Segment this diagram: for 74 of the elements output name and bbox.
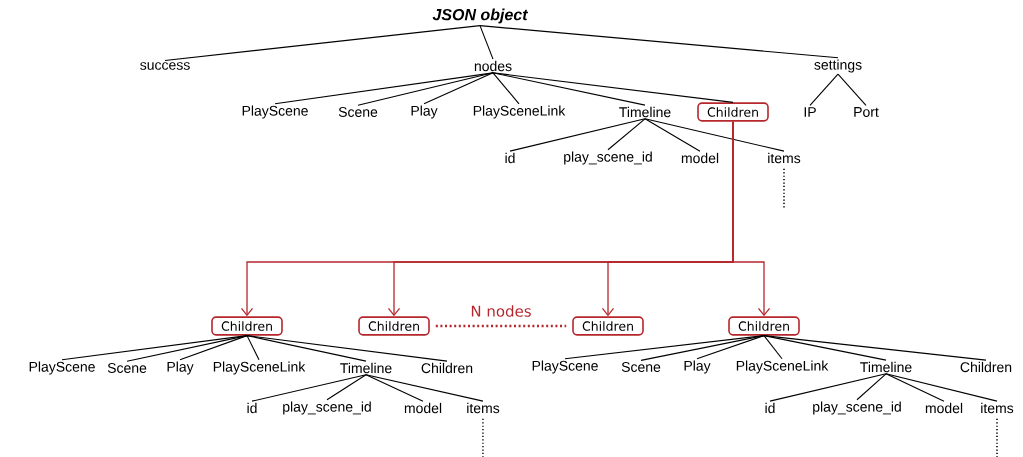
tree-line xyxy=(246,335,260,361)
tree-key-label: id xyxy=(247,402,257,414)
tree-key-label: PlaySceneLink xyxy=(213,361,306,375)
tree-line xyxy=(644,118,785,152)
tree-key-label: play_scene_id xyxy=(283,401,371,415)
tree-line xyxy=(696,335,765,360)
tree-key-label: items xyxy=(768,152,801,164)
tree-line xyxy=(326,374,367,401)
tree-key-label: PlaySceneLink xyxy=(473,105,566,119)
tree-line xyxy=(479,25,839,59)
tree-key-label: Scene xyxy=(338,107,378,117)
tree-line xyxy=(246,335,448,362)
tree-line xyxy=(423,72,494,105)
tree-line xyxy=(274,72,494,105)
tree-line xyxy=(509,118,646,152)
tree-key-label: Play xyxy=(411,105,438,119)
tree-key-label: nodes xyxy=(474,60,512,72)
tree-line xyxy=(479,25,494,60)
tree-key-label: items xyxy=(981,402,1014,414)
tree-line xyxy=(246,335,367,362)
tree-key-label: IP xyxy=(804,107,816,117)
tree-root-label: JSON object xyxy=(432,8,529,24)
tree-line xyxy=(492,72,520,105)
tree-key-label: Play xyxy=(167,361,194,375)
tree-line xyxy=(763,335,887,361)
arrow xyxy=(732,120,771,317)
tree-line xyxy=(763,335,987,361)
tree-line xyxy=(763,335,783,360)
tree-key-label: PlaySceneLink xyxy=(736,360,829,374)
tree-line xyxy=(126,335,248,362)
tree-line xyxy=(809,73,839,107)
tree-key-label: Timeline xyxy=(340,362,392,374)
tree-key-label: id xyxy=(505,152,515,164)
tree-key-label: id xyxy=(765,402,775,414)
tree-line xyxy=(365,374,484,402)
tree-key-label: play_scene_id xyxy=(564,151,652,165)
tree-key-label: Children xyxy=(960,361,1012,373)
dotted-line xyxy=(435,324,567,328)
edge-label: N nodes xyxy=(469,304,533,318)
tree-line xyxy=(607,118,646,151)
tree-key-label: Port xyxy=(854,107,879,117)
tree-line xyxy=(856,373,887,401)
tree-line xyxy=(640,335,765,361)
tree-line xyxy=(164,25,481,61)
tree-key-label: model xyxy=(681,152,719,164)
node-box: Children xyxy=(572,316,644,336)
tree-line xyxy=(885,373,945,402)
node-box: Children xyxy=(358,316,430,336)
tree-key-label: play_scene_id xyxy=(813,401,901,415)
tree-key-label: Timeline xyxy=(619,106,671,118)
tree-key-label: model xyxy=(404,402,442,414)
tree-key-label: model xyxy=(925,402,963,414)
tree-key-label: PlayScene xyxy=(242,105,308,119)
tree-line xyxy=(179,335,248,361)
tree-line xyxy=(769,373,887,402)
tree-line xyxy=(837,73,867,106)
tree-line xyxy=(251,374,367,402)
tree-key-label: PlayScene xyxy=(29,361,95,375)
tree-key-label: PlayScene xyxy=(532,360,598,374)
tree-key-label: Play xyxy=(684,360,711,374)
tree-key-label: Timeline xyxy=(860,361,912,373)
tree-line xyxy=(492,72,734,103)
tree-line xyxy=(644,118,701,152)
tree-key-label: settings xyxy=(814,59,862,73)
tree-key-label: Scene xyxy=(621,362,661,372)
tree-line xyxy=(885,373,998,402)
tree-key-label: success xyxy=(140,62,190,70)
tree-key-label: Scene xyxy=(107,363,147,373)
node-box: Children xyxy=(211,316,283,336)
tree-line xyxy=(365,374,424,402)
tree-key-label: items xyxy=(467,402,500,414)
node-box: Children xyxy=(697,102,769,122)
tree-key-label: Children xyxy=(421,362,473,374)
node-box: Children xyxy=(728,316,800,336)
